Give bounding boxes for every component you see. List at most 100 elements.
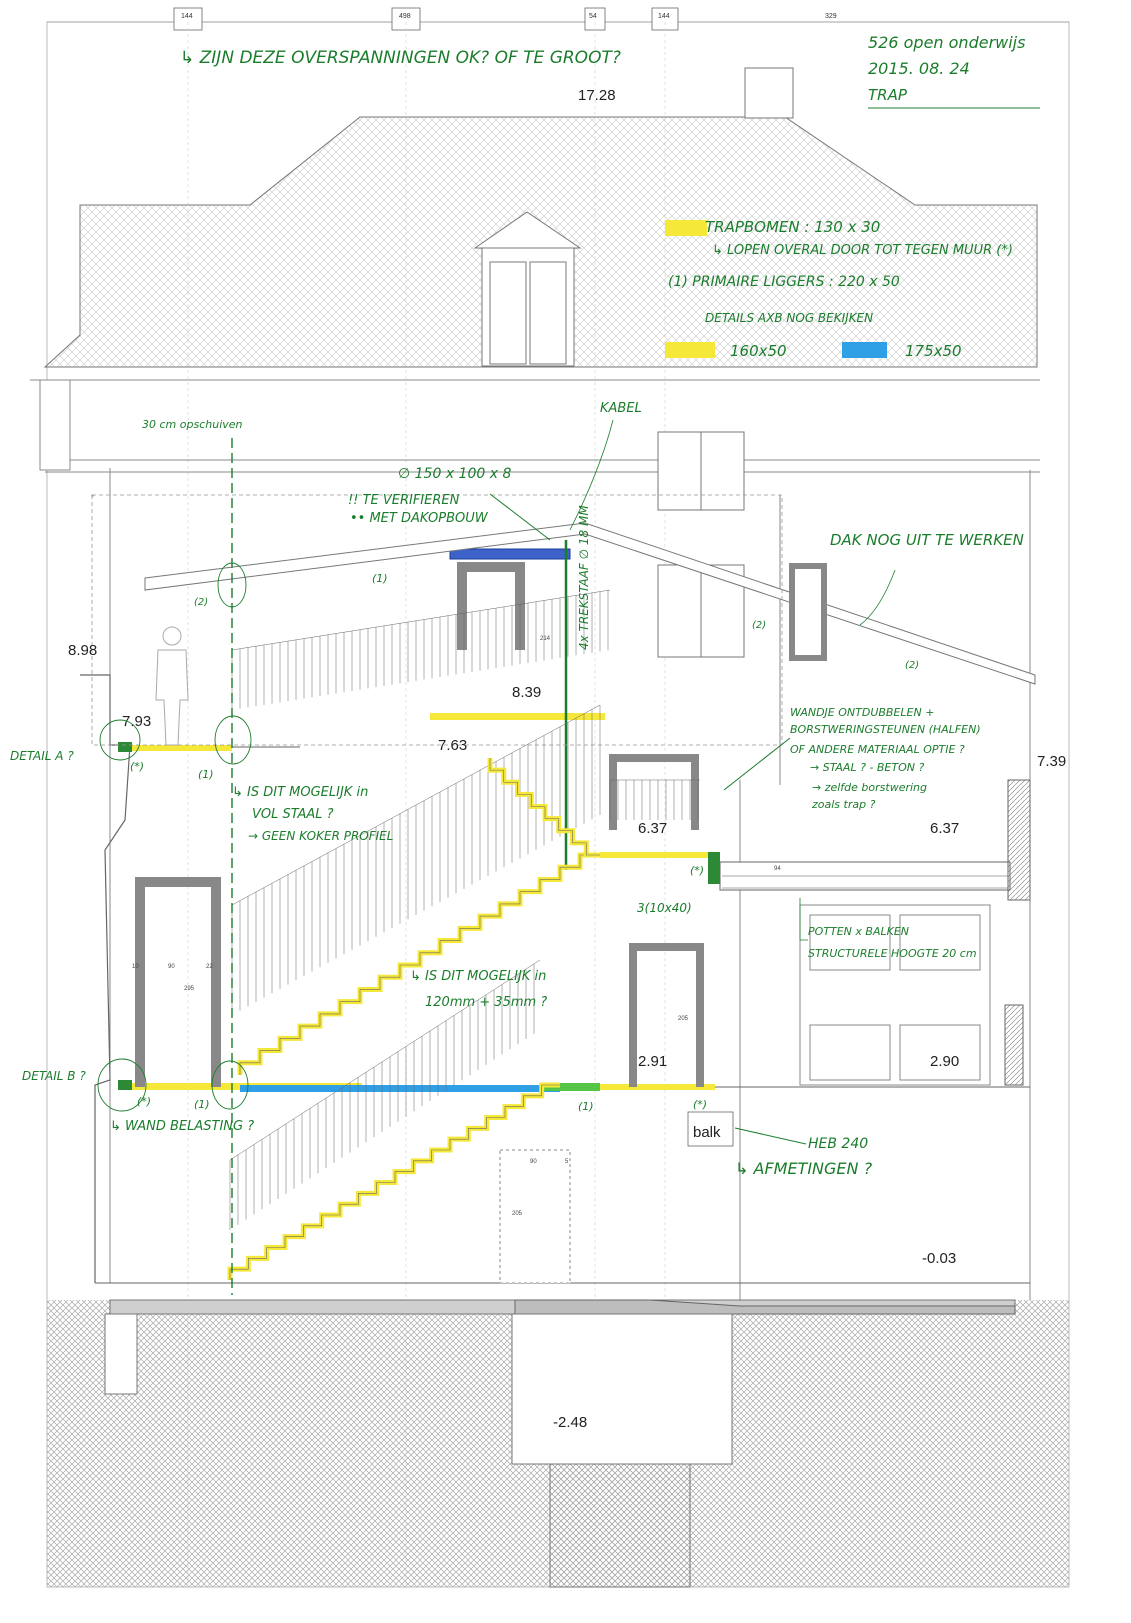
left-facade-profile [80, 674, 131, 1283]
upper-windows [657, 431, 745, 658]
stair-flight [229, 1084, 560, 1280]
legend-yellow-swatch [665, 342, 715, 358]
note-wandje-5: → zelfde borstwering [812, 781, 927, 794]
mark-one-c: (1) [578, 1100, 594, 1113]
note-trekstaaf: 4x TREKSTAAF ∅ 18 MM [577, 505, 591, 650]
level-003: -0.03 [922, 1250, 956, 1267]
beams [118, 548, 720, 1092]
note-wandje-2: BORSTWERINGSTEUNEN (HALFEN) [790, 723, 981, 736]
beam-yellow-floor-2 [122, 745, 232, 751]
door-dim-94: 94 [774, 866, 781, 872]
note-detail-a: DETAIL A ? [10, 749, 74, 763]
door-dim-295: 295 [184, 986, 195, 992]
level-roof-top: 17.28 [578, 87, 616, 104]
beam-yellow-floor-1b [600, 1084, 715, 1090]
note-detail-b: DETAIL B ? [22, 1069, 86, 1083]
mark-two-b: (2) [752, 620, 766, 631]
dim-54: 54 [589, 13, 597, 20]
note-mogelijk-b-2: 120mm + 35mm ? [425, 995, 547, 1010]
roof-volume: 17.28 [43, 67, 1038, 368]
top-dimension-chain: 144 498 54 144 329 [47, 7, 1069, 31]
note-wandje-3: OF ANDERE MATERIAAL OPTIE ? [790, 743, 965, 756]
mark-two-a: (2) [194, 597, 208, 608]
mark-star-c: (*) [690, 864, 704, 877]
beam-green-floor-1 [540, 1083, 600, 1091]
dim-144-a: 144 [181, 13, 193, 20]
dim-144-b: 144 [658, 13, 670, 20]
railings [229, 589, 700, 1230]
stamp-line-3: TRAP [868, 86, 908, 104]
level-291: 2.91 [638, 1053, 667, 1070]
note-belasting: ↳ WAND BELASTING ? [110, 1119, 254, 1134]
cellar-void [511, 1313, 733, 1465]
stamp: 526 open onderwijs 2015. 08. 24 TRAP [868, 33, 1040, 109]
note-mogelijk-1: ↳ IS DIT MOGELIJK in [232, 785, 368, 800]
stair-flight [489, 758, 600, 856]
note-lopen: ↳ LOPEN OVERAL DOOR TOT TEGEN MUUR (*) [712, 243, 1013, 258]
legend-yellow-label: 160x50 [730, 342, 787, 360]
note-mogelijk-b-1: ↳ IS DIT MOGELIJK in [410, 969, 546, 984]
stamp-line-2: 2015. 08. 24 [868, 59, 970, 78]
door-dim-214: 214 [540, 636, 551, 642]
note-details-axb: DETAILS AXB NOG BEKIJKEN [705, 311, 873, 325]
dim-329: 329 [825, 13, 837, 20]
double-doors [799, 904, 991, 1086]
door-dim-10: 10 [132, 964, 139, 970]
door-dim-90-b: 90 [530, 1159, 537, 1165]
stairs [227, 758, 600, 1280]
note-dak: DAK NOG UIT TE WERKEN [830, 531, 1024, 549]
note-wandje-6: zoals trap ? [811, 798, 876, 811]
note-wandje-1: WANDJE ONTDUBBELEN + [790, 706, 934, 719]
level-793: 7.93 [122, 713, 151, 730]
note-mogelijk-2: VOL STAAL ? [252, 807, 334, 822]
note-kabel: KABEL [600, 401, 642, 416]
stair-flight [239, 854, 600, 1075]
foundation: -2.48 [47, 1299, 1069, 1588]
right-wall [1004, 779, 1031, 1086]
balk-label: balk [687, 1111, 734, 1147]
door-dim-205-b: 205 [512, 1211, 523, 1217]
green-column [708, 852, 720, 884]
dashed-zone [91, 494, 783, 746]
note-heb: HEB 240 [808, 1136, 868, 1152]
door-dim-5: 5 [565, 1159, 569, 1165]
note-afmetingen: ↳ AFMETINGEN ? [735, 1159, 873, 1178]
note-wandje-4: → STAAL ? - BETON ? [810, 761, 924, 774]
note-trapbomen: TRAPBOMEN : 130 x 30 [705, 218, 880, 236]
mark-star-d: (*) [693, 1098, 707, 1111]
note-shift: 30 cm opschuiven [142, 418, 243, 431]
note-top-question: ↳ ZIJN DEZE OVERSPANNINGEN OK? OF TE GRO… [180, 48, 621, 68]
note-mogelijk-3: → GEEN KOKER PROFIEL [248, 829, 393, 843]
beam-top-landing [430, 713, 605, 720]
note-profile: ∅ 150 x 100 x 8 [398, 466, 511, 482]
note-verify-2: •• MET DAKOPBOUW [350, 511, 489, 526]
beam-blue-floor-1 [240, 1085, 560, 1092]
door-dim-90: 90 [168, 964, 175, 970]
mark-star-a: (*) [130, 760, 144, 773]
note-primaire: (1) PRIMAIRE LIGGERS : 220 x 50 [668, 274, 900, 290]
chimney [744, 67, 794, 119]
note-verify-1: !! TE VERIFIEREN [348, 493, 460, 508]
note-b-size: 3(10x40) [637, 901, 692, 915]
level-290: 2.90 [930, 1053, 959, 1070]
legend-blue-label: 175x50 [905, 342, 962, 360]
mark-one-a: (1) [198, 768, 214, 781]
stamp-line-1: 526 open onderwijs [868, 33, 1025, 52]
level-637-a: 6.37 [638, 820, 667, 837]
level-763: 7.63 [438, 737, 467, 754]
beam-yellow-landing [600, 852, 715, 858]
doors [135, 562, 827, 1284]
potten-balken [722, 875, 1008, 889]
note-potten-1: POTTEN x BALKEN [808, 925, 909, 938]
door-dimensions: 10 90 22 295 205 205 90 5 214 94 [132, 636, 781, 1217]
level-labels: 8.98 8.39 7.93 7.63 7.39 6.37 6.37 2.91 … [68, 642, 1066, 1267]
mark-two-c: (2) [905, 660, 919, 671]
level-898: 8.98 [68, 642, 97, 659]
level-637-b: 6.37 [930, 820, 959, 837]
legend-trapbomen-swatch [665, 220, 707, 236]
cornice [30, 379, 1040, 473]
legend-blue-swatch [842, 342, 887, 358]
dim-498: 498 [399, 13, 411, 20]
level-739: 7.39 [1037, 753, 1066, 770]
level-minus-248: -2.48 [553, 1414, 587, 1431]
